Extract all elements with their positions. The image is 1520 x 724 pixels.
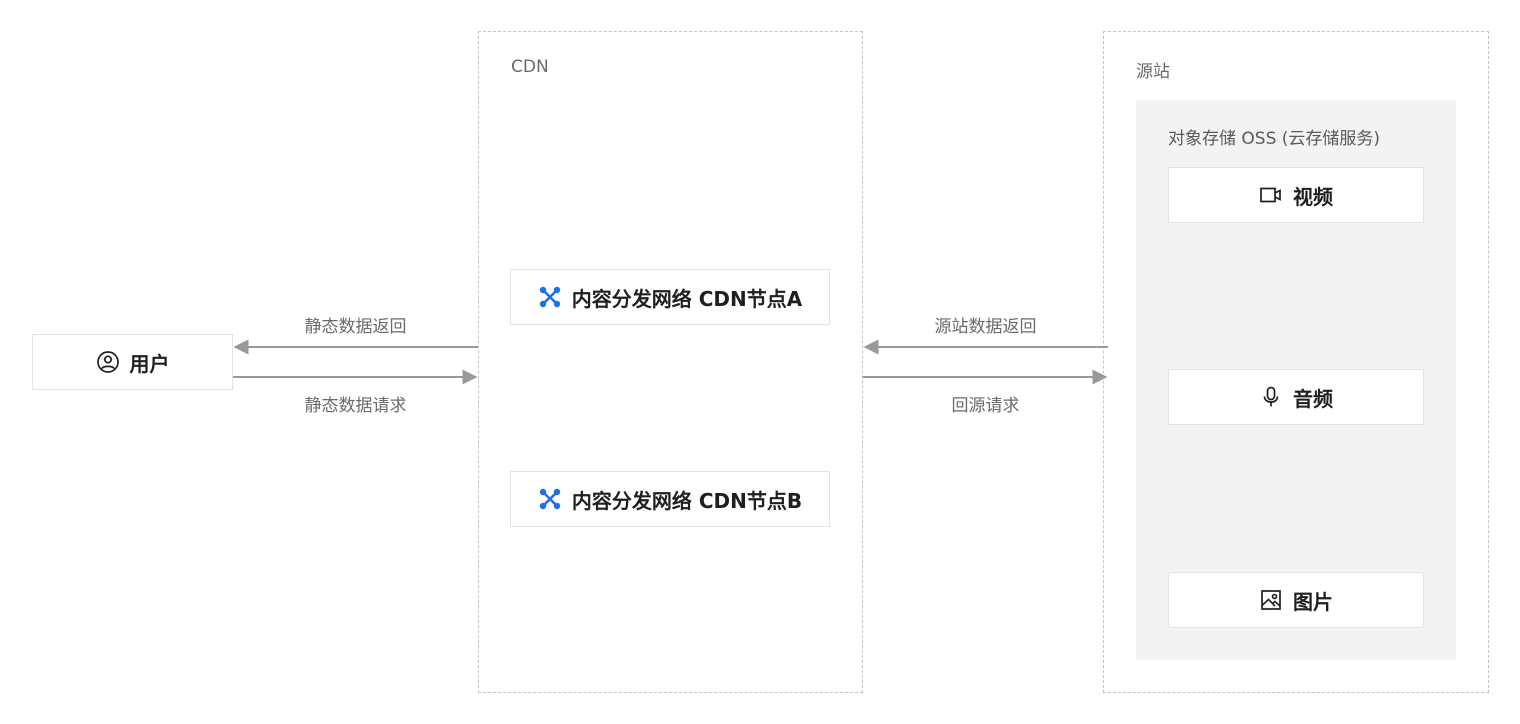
cdn-group: CDN	[478, 31, 863, 693]
cdn-node-a-label: 内容分发网络 CDN节点A	[571, 286, 803, 311]
oss-item-audio[interactable]: 音频	[1168, 369, 1424, 425]
oss-item-image-label: 图片	[1293, 589, 1333, 614]
label-static-return: 静态数据返回	[304, 317, 407, 337]
microphone-icon	[1259, 385, 1283, 409]
user-icon	[96, 350, 120, 374]
image-icon	[1259, 588, 1283, 612]
oss-item-audio-label: 音频	[1293, 386, 1333, 411]
user-node[interactable]: 用户	[32, 334, 233, 390]
cdn-network-icon	[538, 487, 562, 511]
origin-group-title: 源站	[1136, 62, 1170, 82]
label-static-request: 静态数据请求	[304, 396, 407, 416]
video-icon	[1259, 183, 1283, 207]
cdn-node-b-label: 内容分发网络 CDN节点B	[571, 488, 803, 513]
origin-group: 源站	[1103, 31, 1489, 693]
oss-item-image[interactable]: 图片	[1168, 572, 1424, 628]
label-origin-return: 源站数据返回	[934, 317, 1037, 337]
user-label: 用户	[129, 351, 170, 376]
cdn-network-icon	[538, 285, 562, 309]
cdn-node-b[interactable]: 内容分发网络 CDN节点B	[510, 471, 830, 527]
cdn-node-a[interactable]: 内容分发网络 CDN节点A	[510, 269, 830, 325]
oss-title: 对象存储 OSS (云存储服务)	[1168, 129, 1381, 149]
label-origin-request: 回源请求	[951, 396, 1020, 416]
cdn-group-title: CDN	[511, 57, 549, 77]
oss-item-video[interactable]: 视频	[1168, 167, 1424, 223]
oss-item-video-label: 视频	[1293, 184, 1333, 209]
